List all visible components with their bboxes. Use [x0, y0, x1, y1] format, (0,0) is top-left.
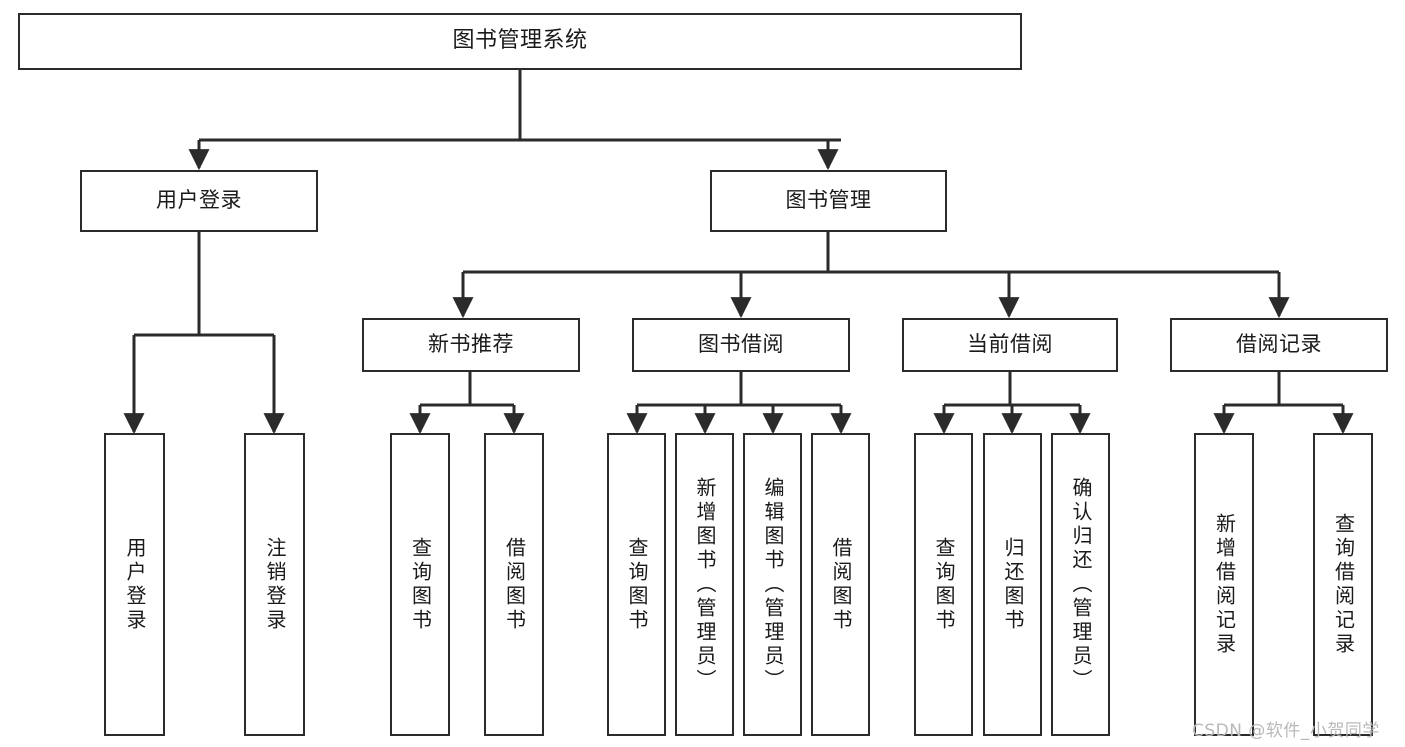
leaf-book-borrow-edit[interactable]: 编辑图书（管理员）	[743, 433, 802, 736]
leaf-borrow-record-query[interactable]: 查询借阅记录	[1313, 433, 1373, 736]
node-current-borrow-label: 当前借阅	[967, 332, 1053, 357]
leaf-current-borrow-confirm-return[interactable]: 确认归还（管理员）	[1051, 433, 1110, 736]
node-book-borrow-label: 图书借阅	[698, 332, 784, 357]
leaf-label: 归还图书	[1001, 536, 1025, 633]
leaf-book-borrow-query[interactable]: 查询图书	[607, 433, 666, 736]
leaf-label: 新增借阅记录	[1212, 512, 1237, 657]
leaf-new-book-borrow[interactable]: 借阅图书	[484, 433, 544, 736]
node-borrow-record-label: 借阅记录	[1236, 332, 1322, 357]
leaf-label: 借阅图书	[502, 536, 527, 633]
node-current-borrow[interactable]: 当前借阅	[902, 318, 1118, 372]
leaf-label: 查询借阅记录	[1331, 512, 1356, 657]
leaf-current-borrow-query[interactable]: 查询图书	[914, 433, 973, 736]
node-book-management[interactable]: 图书管理	[710, 170, 947, 232]
leaf-label: 查询图书	[932, 536, 956, 633]
leaf-user-login-signin[interactable]: 用户登录	[104, 433, 165, 736]
leaf-label: 借阅图书	[829, 536, 853, 633]
node-root[interactable]: 图书管理系统	[18, 13, 1022, 70]
leaf-label: 查询图书	[625, 536, 649, 633]
leaf-label: 用户登录	[123, 536, 147, 633]
csdn-watermark: CSDN @软件_小贺同学	[1192, 721, 1380, 741]
leaf-borrow-record-add[interactable]: 新增借阅记录	[1194, 433, 1254, 736]
node-new-book-recommend-label: 新书推荐	[428, 332, 514, 357]
node-root-label: 图书管理系统	[452, 28, 588, 54]
node-book-management-label: 图书管理	[785, 188, 872, 213]
node-user-login-label: 用户登录	[156, 188, 242, 213]
leaf-user-login-signout[interactable]: 注销登录	[244, 433, 305, 736]
leaf-book-borrow-borrow[interactable]: 借阅图书	[811, 433, 870, 736]
leaf-new-book-query[interactable]: 查询图书	[390, 433, 450, 736]
node-borrow-record[interactable]: 借阅记录	[1170, 318, 1388, 372]
leaf-label: 新增图书（管理员）	[693, 476, 717, 693]
leaf-current-borrow-return[interactable]: 归还图书	[983, 433, 1042, 736]
leaf-book-borrow-add[interactable]: 新增图书（管理员）	[675, 433, 734, 736]
node-new-book-recommend[interactable]: 新书推荐	[362, 318, 580, 372]
leaf-label: 注销登录	[263, 536, 287, 633]
node-book-borrow[interactable]: 图书借阅	[632, 318, 850, 372]
node-user-login[interactable]: 用户登录	[80, 170, 318, 232]
leaf-label: 编辑图书（管理员）	[761, 476, 785, 693]
leaf-label: 查询图书	[408, 536, 433, 633]
leaf-label: 确认归还（管理员）	[1069, 476, 1093, 693]
